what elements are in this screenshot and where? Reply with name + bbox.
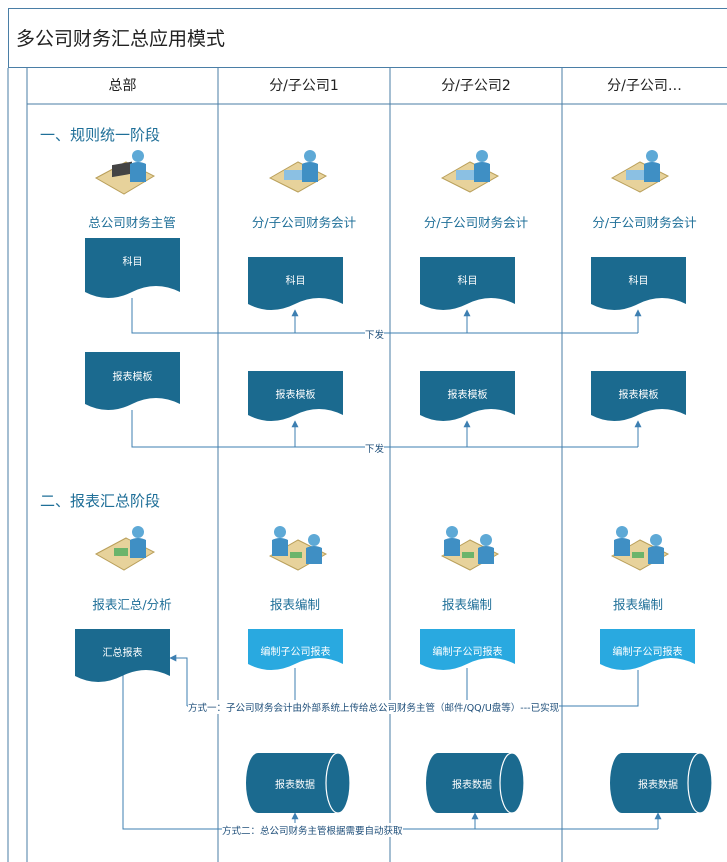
role2-hq: 报表汇总/分析 xyxy=(92,597,172,612)
person-desk-icon xyxy=(94,150,156,195)
role-sub2: 分/子公司财务会计 xyxy=(423,215,529,230)
meeting-icon xyxy=(610,526,670,571)
compile-label: 编制子公司报表 xyxy=(260,647,331,658)
summary-label: 汇总报表 xyxy=(102,648,143,659)
person-desk-icon xyxy=(610,150,670,193)
stage-1-title: 一、规则统一阶段 xyxy=(40,126,161,144)
db-data-1 xyxy=(246,752,351,814)
method1-label: 方式一：子公司财务会计由外部系统上传给总公司财务主管（邮件/QQ/U盘等）---… xyxy=(188,700,560,714)
meeting-icon xyxy=(440,526,500,571)
db-data-3 xyxy=(610,752,713,814)
data-label: 报表数据 xyxy=(452,780,492,791)
template-label: 报表模板 xyxy=(447,390,488,401)
role-sub3: 分/子公司财务会计 xyxy=(592,215,697,230)
connector-method1 xyxy=(169,654,639,707)
title-bar xyxy=(8,8,727,68)
role2-sub3: 报表编制 xyxy=(612,597,663,612)
subject-label: 科目 xyxy=(122,257,143,268)
header-sub1: 分/子公司1 xyxy=(269,78,339,94)
connector-subject xyxy=(131,298,642,334)
doc-compile-2 xyxy=(420,629,515,670)
role2-sub1: 报表编制 xyxy=(269,597,320,612)
role2-sub2: 报表编制 xyxy=(441,597,492,612)
subject-label: 科目 xyxy=(457,276,478,287)
doc-template-hq xyxy=(85,352,180,410)
template-label: 报表模板 xyxy=(275,390,316,401)
lane-lines xyxy=(7,68,727,862)
data-label: 报表数据 xyxy=(638,780,678,791)
template-label: 报表模板 xyxy=(618,390,659,401)
db-data-2 xyxy=(426,752,525,814)
stage-2-title: 二、报表汇总阶段 xyxy=(40,492,161,510)
page-title: 多公司财务汇总应用模式 xyxy=(16,28,226,50)
doc-template-3 xyxy=(591,371,686,421)
person-desk-icon xyxy=(440,150,500,193)
doc-summary-hq xyxy=(75,629,170,682)
role-hq: 总公司财务主管 xyxy=(88,215,176,230)
method2-label: 方式二：总公司财务主管根据需要自动获取 xyxy=(222,823,403,837)
subject-label: 科目 xyxy=(628,276,649,287)
subject-label: 科目 xyxy=(285,276,306,287)
compile-label: 编制子公司报表 xyxy=(432,647,503,658)
header-hq: 总部 xyxy=(108,78,137,94)
person-desk-icon xyxy=(268,150,328,193)
role-sub1: 分/子公司财务会计 xyxy=(251,215,357,230)
doc-compile-1 xyxy=(248,629,343,670)
doc-template-1 xyxy=(248,371,343,421)
data-label: 报表数据 xyxy=(275,780,315,791)
doc-subject-2 xyxy=(420,257,515,310)
header-sub2: 分/子公司2 xyxy=(441,78,511,94)
person-desk-icon xyxy=(94,526,156,571)
meeting-icon xyxy=(268,526,328,571)
template-label: 报表模板 xyxy=(112,372,153,383)
distribute-label: 下发 xyxy=(365,327,385,341)
header-sub3: 分/子公司… xyxy=(607,78,682,94)
doc-subject-hq xyxy=(85,238,180,298)
compile-label: 编制子公司报表 xyxy=(612,647,683,658)
connector-template xyxy=(131,410,642,448)
doc-template-2 xyxy=(420,371,515,421)
doc-compile-3 xyxy=(600,629,695,670)
distribute-label: 下发 xyxy=(365,441,385,455)
doc-subject-3 xyxy=(591,257,686,310)
doc-subject-1 xyxy=(248,257,343,310)
